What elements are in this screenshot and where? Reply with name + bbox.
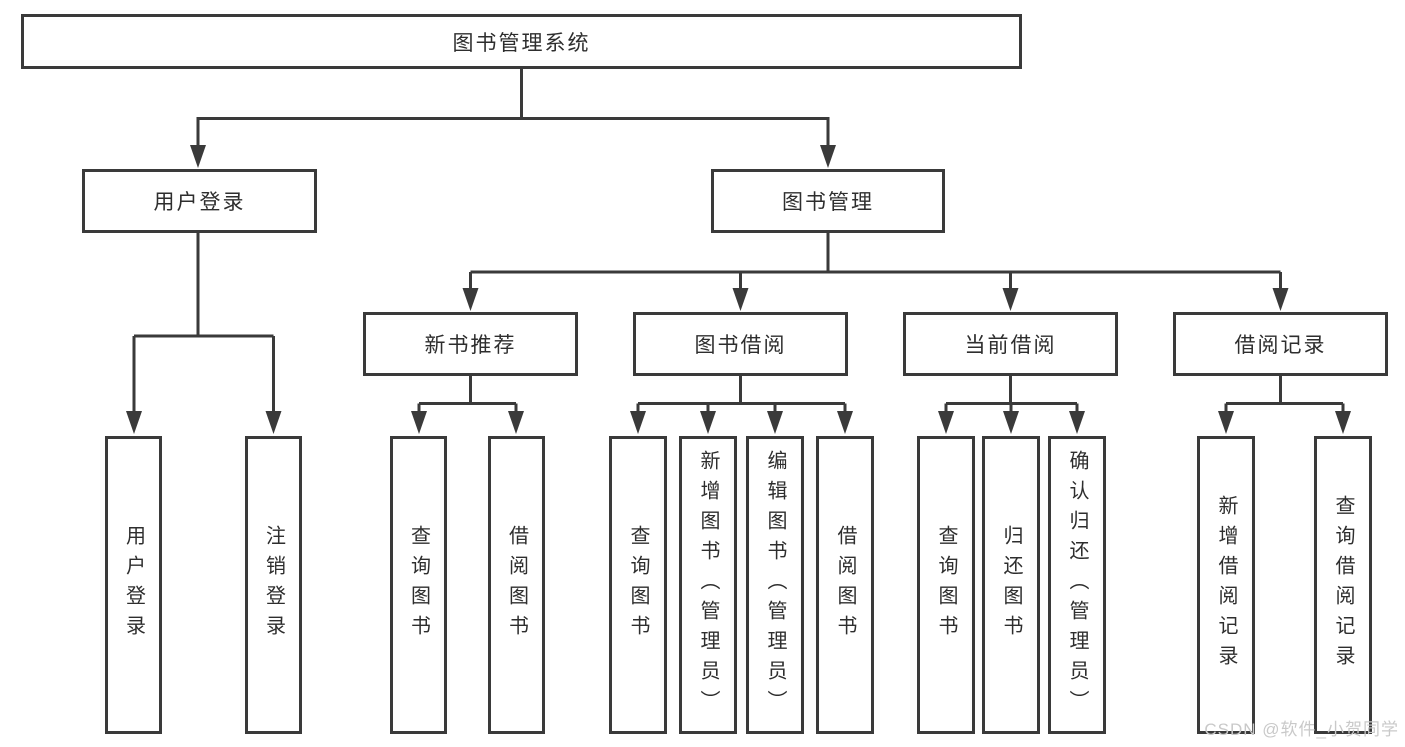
node-leaf-add-books-admin: 新增图书（管理员） (679, 436, 737, 734)
node-leaf-label: 新增借阅记录 (1215, 495, 1237, 675)
node-leaf-confirm-return-admin: 确认归还（管理员） (1048, 436, 1106, 734)
node-root-label: 图书管理系统 (452, 31, 591, 55)
node-borrowing-records-label: 借阅记录 (1234, 334, 1327, 357)
node-leaf-label: 编辑图书（管理员） (764, 450, 786, 720)
node-leaf-label: 查询图书 (407, 525, 430, 645)
node-leaf-query-books-current: 查询图书 (917, 436, 975, 734)
node-leaf-user-login: 用户登录 (105, 436, 162, 734)
node-current-borrowing-label: 当前借阅 (964, 334, 1057, 357)
node-leaf-label: 查询图书 (627, 525, 649, 645)
node-leaf-label: 借阅图书 (505, 525, 528, 645)
node-new-book-recommend: 新书推荐 (363, 312, 578, 376)
node-book-borrowing: 图书借阅 (633, 312, 848, 376)
node-leaf-query-books-borrowing: 查询图书 (609, 436, 667, 734)
node-leaf-logout-label: 注销登录 (262, 525, 285, 645)
node-leaf-borrow-books-recommend: 借阅图书 (488, 436, 545, 734)
node-current-borrowing: 当前借阅 (903, 312, 1118, 376)
node-leaf-label: 新增图书（管理员） (697, 450, 719, 720)
node-leaf-query-books-recommend: 查询图书 (390, 436, 447, 734)
node-book-management: 图书管理 (711, 169, 945, 233)
node-book-management-label: 图书管理 (782, 191, 874, 214)
node-book-borrowing-label: 图书借阅 (694, 334, 787, 357)
node-leaf-label: 查询图书 (935, 525, 957, 645)
node-leaf-label: 查询借阅记录 (1332, 495, 1354, 675)
node-borrowing-records: 借阅记录 (1173, 312, 1388, 376)
node-user-login: 用户登录 (82, 169, 317, 233)
node-leaf-label: 归还图书 (1000, 525, 1022, 645)
node-leaf-edit-books-admin: 编辑图书（管理员） (746, 436, 804, 734)
node-leaf-add-borrow-record: 新增借阅记录 (1197, 436, 1255, 734)
node-leaf-query-borrow-record: 查询借阅记录 (1314, 436, 1372, 734)
node-leaf-borrow-books-borrowing: 借阅图书 (816, 436, 874, 734)
node-leaf-label: 借阅图书 (834, 525, 856, 645)
node-leaf-logout: 注销登录 (245, 436, 302, 734)
csdn-watermark: CSDN @软件_小贺同学 (1204, 720, 1399, 739)
node-leaf-user-login-label: 用户登录 (122, 525, 145, 645)
node-library-management-system: 图书管理系统 (21, 14, 1022, 69)
node-leaf-return-books: 归还图书 (982, 436, 1040, 734)
node-user-login-label: 用户登录 (153, 191, 246, 214)
node-leaf-label: 确认归还（管理员） (1066, 450, 1088, 720)
node-new-book-recommend-label: 新书推荐 (424, 334, 517, 357)
